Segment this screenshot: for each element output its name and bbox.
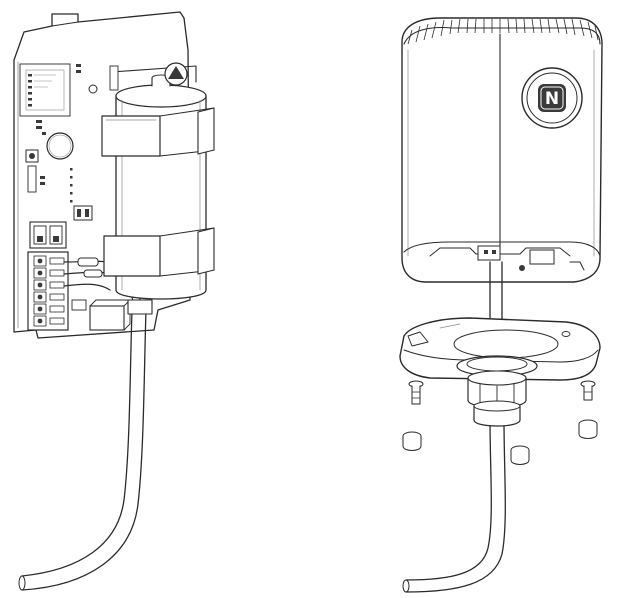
wire-sleeve (77, 257, 99, 267)
battery-bracket (109, 65, 197, 91)
pcb-led (25, 149, 39, 193)
screw-left (408, 380, 424, 405)
screw-right (580, 380, 596, 401)
up-arrow-icon (164, 62, 188, 86)
terminal-wire-slots (49, 257, 65, 325)
nfc-badge-letter: N (545, 89, 559, 109)
pcb-smd-components (36, 64, 81, 203)
rubber-foot-left (402, 431, 422, 451)
battery-clip-lower (103, 227, 215, 277)
cable-gland (456, 355, 538, 427)
right-assembly: N (399, 17, 603, 593)
pcb-terminal-block (27, 251, 69, 331)
cable-left (18, 299, 153, 591)
enclosure-body (401, 17, 603, 283)
pcb-header-pins (73, 205, 93, 221)
rubber-foot-right (578, 419, 598, 439)
pcb-label-block (19, 63, 71, 117)
wire-bundle (63, 257, 141, 307)
pcb-label-pins (28, 74, 32, 107)
battery-clip-upper (101, 107, 215, 157)
rubber-foot-center (510, 445, 530, 465)
pcb-relay (71, 299, 131, 331)
pcb-round-sensor (46, 132, 74, 160)
terminal-screws (33, 255, 47, 327)
pcb-mount-hole (88, 84, 98, 94)
enclosure-internal (429, 245, 585, 271)
pcb-two-pin-connector (29, 221, 67, 249)
cable-right (402, 261, 506, 593)
enclosure-top-ribs (407, 18, 599, 45)
nfc-icon: N (521, 67, 583, 129)
left-assembly (13, 11, 215, 591)
